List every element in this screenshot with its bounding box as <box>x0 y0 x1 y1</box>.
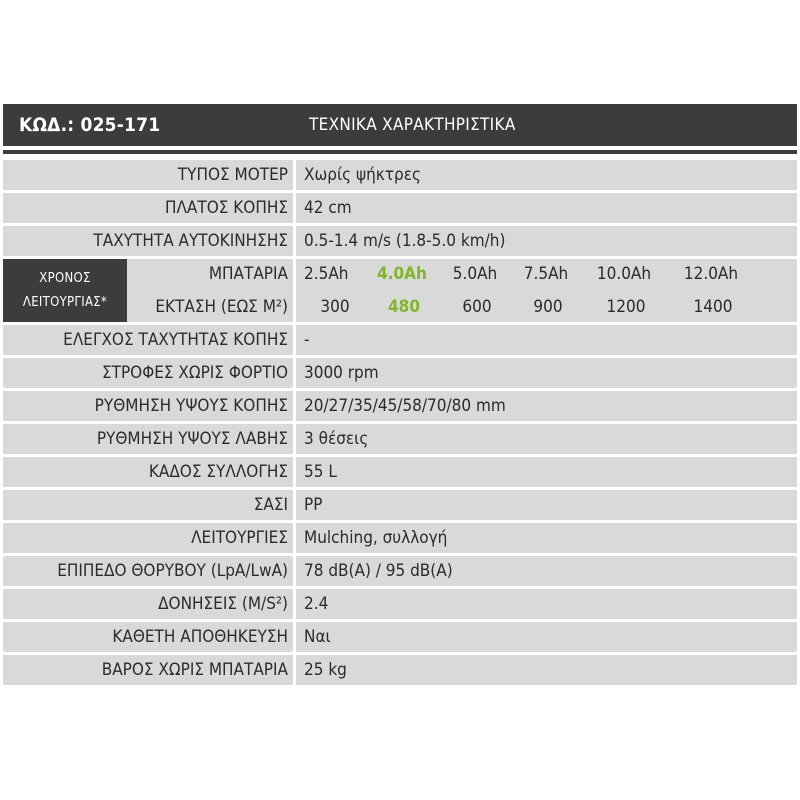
spec-label: ΚΑΘΕΤΗ ΑΠΟΘΗΚΕΥΣΗ <box>3 622 293 652</box>
spec-value: - <box>296 325 797 355</box>
battery-label: ΜΠΑΤΑΡΙΑ <box>208 264 288 284</box>
spec-row: ΔΟΝΗΣΕΙΣ (M/S²) 2.4 <box>3 589 797 619</box>
spec-row: ΤΑΧΥΤΗΤΑ ΑΥΤΟΚΙΝΗΣΗΣ 0.5-1.4 m/s (1.8-5.… <box>3 226 797 256</box>
spec-label: ΤΑΧΥΤΗΤΑ ΑΥΤΟΚΙΝΗΣΗΣ <box>3 226 293 256</box>
cell-divider <box>293 490 296 520</box>
runtime-sublabels: ΜΠΑΤΑΡΙΑ ΕΚΤΑΣΗ (ΕΩΣ Μ²) <box>127 259 293 322</box>
area-value: 600 <box>462 297 492 317</box>
spec-row: ΛΕΙΤΟΥΡΓΙΕΣ Mulching, συλλογή <box>3 523 797 553</box>
spec-label: ΒΑΡΟΣ ΧΩΡΙΣ ΜΠΑΤΑΡΙΑ <box>3 655 293 685</box>
battery-option: 2.5Ah <box>304 264 349 284</box>
cell-divider <box>293 325 296 355</box>
spec-row: ΡΥΘΜΗΣΗ ΥΨΟΥΣ ΚΟΠΗΣ 20/27/35/45/58/70/80… <box>3 391 797 421</box>
spec-value: Mulching, συλλογή <box>296 523 797 553</box>
spec-row: ΣΤΡΟΦΕΣ ΧΩΡΙΣ ΦΟΡΤΙΟ 3000 rpm <box>3 358 797 388</box>
spec-row: ΚΑΘΕΤΗ ΑΠΟΘΗΚΕΥΣΗ Ναι <box>3 622 797 652</box>
battery-option: 12.0Ah <box>683 264 739 284</box>
spec-sheet: ΚΩΔ.: 025-171 ΤΕΧΝΙΚΑ ΧΑΡΑΚΤΗΡΙΣΤΙΚΑ ΤΥΠ… <box>3 104 797 688</box>
spec-value: 2.4 <box>296 589 797 619</box>
battery-option: 10.0Ah <box>596 264 652 284</box>
spec-label: ΚΑΔΟΣ ΣΥΛΛΟΓΗΣ <box>3 457 293 487</box>
spec-label: ΛΕΙΤΟΥΡΓΙΕΣ <box>3 523 293 553</box>
spec-label: ΣΤΡΟΦΕΣ ΧΩΡΙΣ ΦΟΡΤΙΟ <box>3 358 293 388</box>
spec-label: ΡΥΘΜΗΣΗ ΥΨΟΥΣ ΛΑΒΗΣ <box>3 424 293 454</box>
spec-title: ΤΕΧΝΙΚΑ ΧΑΡΑΚΤΗΡΙΣΤΙΚΑ <box>309 115 516 135</box>
spec-label: ΠΛΑΤΟΣ ΚΟΠΗΣ <box>3 193 293 223</box>
spec-value: Ναι <box>296 622 797 652</box>
cell-divider <box>293 655 296 685</box>
spec-value: 55 L <box>296 457 797 487</box>
cell-divider <box>293 160 296 190</box>
spec-value: PP <box>296 490 797 520</box>
runtime-group-label-line2: ΛΕΙΤΟΥΡΓΙΑΣ* <box>22 294 108 310</box>
spec-label: ΡΥΘΜΗΣΗ ΥΨΟΥΣ ΚΟΠΗΣ <box>3 391 293 421</box>
cell-divider <box>293 523 296 553</box>
spec-value: 78 dB(A) / 95 dB(A) <box>296 556 797 586</box>
area-label: ΕΚΤΑΣΗ (ΕΩΣ Μ²) <box>155 297 288 317</box>
spec-row: ΤΥΠΟΣ ΜΟΤΕΡ Χωρίς ψήκτρες <box>3 160 797 190</box>
spec-row: ΚΑΔΟΣ ΣΥΛΛΟΓΗΣ 55 L <box>3 457 797 487</box>
spec-row: ΕΠΙΠΕΔΟ ΘΟΡΥΒΟΥ (LpA/LwA) 78 dB(A) / 95 … <box>3 556 797 586</box>
cell-divider <box>293 391 296 421</box>
battery-option: 7.5Ah <box>523 264 569 284</box>
runtime-group-label-line1: ΧΡΟΝΟΣ <box>39 270 91 286</box>
area-value: 1200 <box>606 297 646 317</box>
spec-label: ΕΛΕΓΧΟΣ ΤΑΧΥΤΗΤΑΣ ΚΟΠΗΣ <box>3 325 293 355</box>
cell-divider <box>293 424 296 454</box>
spec-label: ΤΥΠΟΣ ΜΟΤΕΡ <box>3 160 293 190</box>
spec-value: 25 kg <box>296 655 797 685</box>
battery-option: 4.0Ah <box>377 264 427 284</box>
cell-divider <box>293 226 296 256</box>
spec-label: ΣΑΣΙ <box>3 490 293 520</box>
area-row: 300 480 600 900 1200 1400 <box>296 292 797 322</box>
spec-row: ΒΑΡΟΣ ΧΩΡΙΣ ΜΠΑΤΑΡΙΑ 25 kg <box>3 655 797 685</box>
spec-label: ΔΟΝΗΣΕΙΣ (M/S²) <box>3 589 293 619</box>
cell-divider <box>293 457 296 487</box>
spec-value: 3000 rpm <box>296 358 797 388</box>
spec-label: ΕΠΙΠΕΔΟ ΘΟΡΥΒΟΥ (LpA/LwA) <box>3 556 293 586</box>
cell-divider <box>293 589 296 619</box>
cell-divider <box>293 259 296 322</box>
runtime-grid: 2.5Ah 4.0Ah 5.0Ah 7.5Ah 10.0Ah 12.0Ah 30… <box>296 259 797 322</box>
product-code: ΚΩΔ.: 025-171 <box>19 114 161 136</box>
spec-row: ΡΥΘΜΗΣΗ ΥΨΟΥΣ ΛΑΒΗΣ 3 θέσεις <box>3 424 797 454</box>
spec-row: ΣΑΣΙ PP <box>3 490 797 520</box>
area-value: 900 <box>533 297 563 317</box>
spec-row: ΠΛΑΤΟΣ ΚΟΠΗΣ 42 cm <box>3 193 797 223</box>
spec-value: 3 θέσεις <box>296 424 797 454</box>
spec-value: 20/27/35/45/58/70/80 mm <box>296 391 797 421</box>
area-value: 480 <box>388 297 420 317</box>
cell-divider <box>293 556 296 586</box>
runtime-group-label: ΧΡΟΝΟΣ ΛΕΙΤΟΥΡΓΙΑΣ* <box>3 259 127 322</box>
spec-value: 0.5-1.4 m/s (1.8-5.0 km/h) <box>296 226 797 256</box>
area-value: 300 <box>320 297 350 317</box>
spec-row: ΕΛΕΓΧΟΣ ΤΑΧΥΤΗΤΑΣ ΚΟΠΗΣ - <box>3 325 797 355</box>
runtime-block: ΧΡΟΝΟΣ ΛΕΙΤΟΥΡΓΙΑΣ* ΜΠΑΤΑΡΙΑ ΕΚΤΑΣΗ (ΕΩΣ… <box>3 259 797 322</box>
spec-rows-bottom: ΕΛΕΓΧΟΣ ΤΑΧΥΤΗΤΑΣ ΚΟΠΗΣ - ΣΤΡΟΦΕΣ ΧΩΡΙΣ … <box>3 325 797 685</box>
cell-divider <box>293 193 296 223</box>
cell-divider <box>293 622 296 652</box>
battery-row: 2.5Ah 4.0Ah 5.0Ah 7.5Ah 10.0Ah 12.0Ah <box>296 259 797 289</box>
spec-value: 42 cm <box>296 193 797 223</box>
spec-value: Χωρίς ψήκτρες <box>296 160 797 190</box>
spec-rows-top: ΤΥΠΟΣ ΜΟΤΕΡ Χωρίς ψήκτρες ΠΛΑΤΟΣ ΚΟΠΗΣ 4… <box>3 160 797 256</box>
battery-option: 5.0Ah <box>452 264 498 284</box>
area-value: 1400 <box>693 297 733 317</box>
spec-header: ΚΩΔ.: 025-171 ΤΕΧΝΙΚΑ ΧΑΡΑΚΤΗΡΙΣΤΙΚΑ <box>3 104 797 150</box>
cell-divider <box>293 358 296 388</box>
